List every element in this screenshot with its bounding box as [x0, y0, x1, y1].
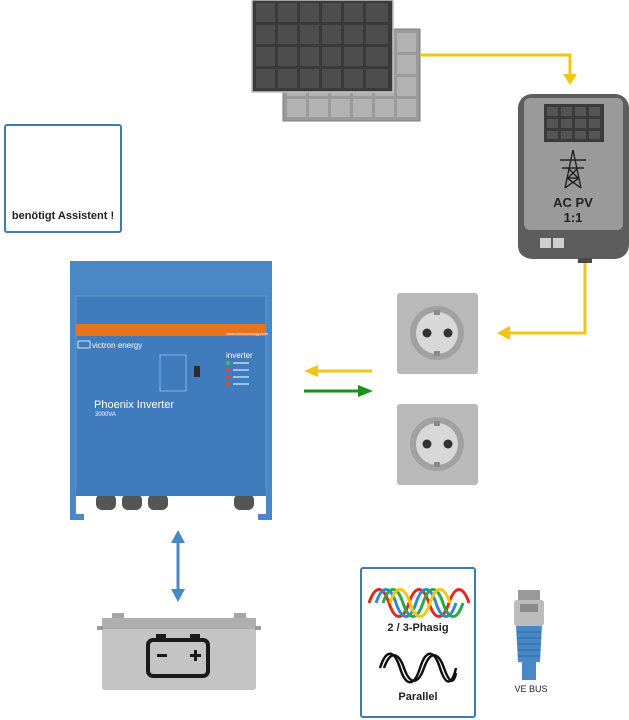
- ac-pv-inverter: [518, 94, 629, 263]
- power-pylon-icon: [560, 149, 586, 189]
- phoenix-inverter: [70, 261, 272, 520]
- ac-pv-line1: AC PV: [553, 195, 593, 210]
- ve-bus-label: VE BUS: [514, 684, 548, 694]
- battery-connection-arrow: [171, 530, 185, 602]
- ac-flow-arrows: [304, 365, 373, 397]
- inverter-url: www.victronenergy.com: [226, 331, 268, 336]
- battery-icon: [146, 634, 210, 678]
- battery: [97, 613, 261, 690]
- parallel-label: Parallel: [398, 691, 438, 703]
- inverter-brand-logo: victron energy: [92, 341, 143, 350]
- socket-outlet-bottom: [397, 404, 478, 485]
- configuration-box: 2 / 3-Phasig Parallel: [360, 567, 476, 718]
- acpv-to-socket-connector: [497, 263, 587, 340]
- ac-pv-label: AC PV 1:1: [518, 195, 628, 225]
- inverter-power-rating: 3000VA: [95, 412, 116, 418]
- pv-to-acpv-connector: [420, 53, 577, 85]
- three-phase-wave-icon: [367, 588, 471, 618]
- parallel-wave-icon: [378, 652, 458, 684]
- ac-pv-line2: 1:1: [563, 210, 583, 225]
- inverter-model-name: Phoenix Inverter: [94, 399, 175, 411]
- solar-panels: [251, 0, 421, 122]
- inverter-section-label: inverter: [226, 351, 253, 360]
- socket-outlet-top: [397, 293, 478, 374]
- phase-label: 2 / 3-Phasig: [387, 622, 449, 634]
- ve-bus-connector-icon: [514, 590, 544, 680]
- assistant-required-label: benötigt Assistent !: [11, 210, 115, 222]
- assistant-box: benötigt Assistent !: [4, 124, 122, 233]
